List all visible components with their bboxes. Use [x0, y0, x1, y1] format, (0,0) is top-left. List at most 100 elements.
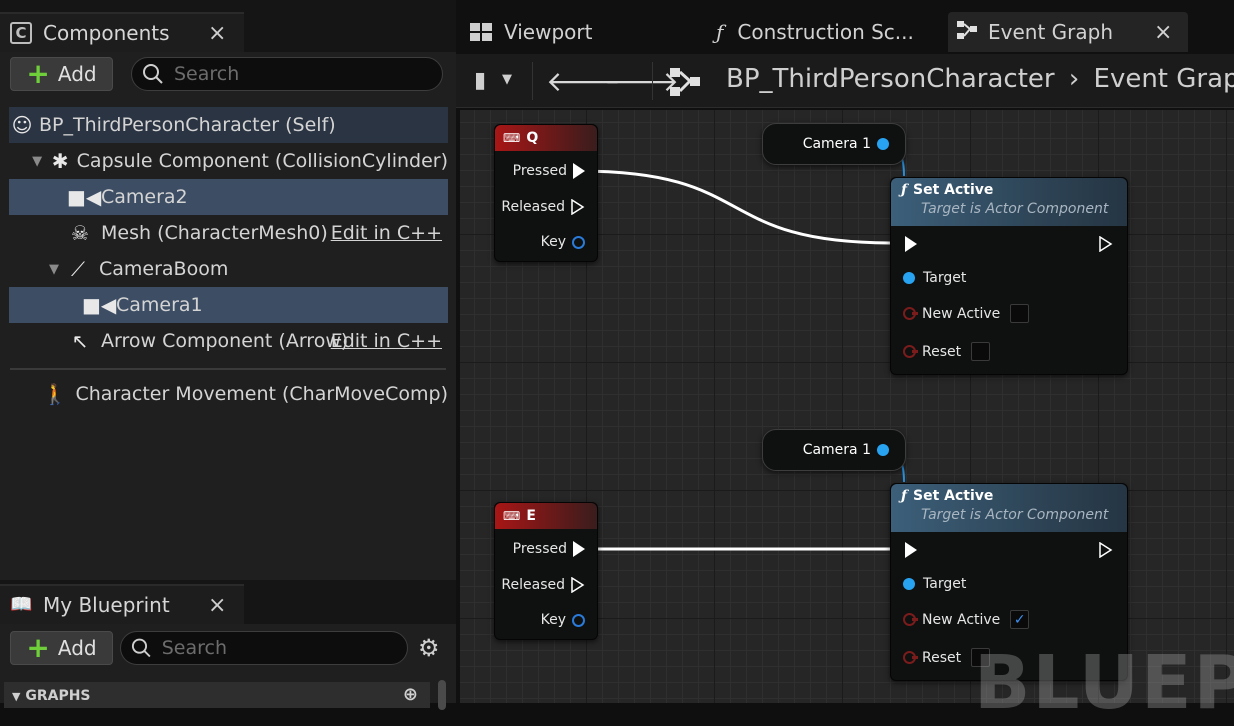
- graphs-section-header[interactable]: ▼ GRAPHS ⊕: [4, 682, 430, 708]
- character-icon: ☺: [11, 113, 33, 137]
- tree-item-mesh[interactable]: ☠ Mesh (CharacterMesh0) Edit in C++: [9, 215, 448, 251]
- reset-pin[interactable]: Reset: [903, 342, 991, 361]
- tree-label: Capsule Component (CollisionCylinder): [76, 150, 448, 172]
- exec-in-icon[interactable]: [905, 236, 917, 252]
- tab-construction-script[interactable]: ƒ Construction Sc...: [708, 12, 938, 52]
- input-key-node-e[interactable]: ⌨E Pressed Released Key: [494, 502, 598, 640]
- left-panel: C Components × + Add ☺ BP_ThirdPersonCha…: [0, 0, 456, 710]
- struct-pin-icon: [572, 613, 585, 627]
- components-search-input[interactable]: [174, 63, 434, 85]
- components-tab[interactable]: C Components ×: [0, 12, 244, 52]
- key-pin[interactable]: Key: [541, 234, 585, 250]
- exec-out-icon: [571, 199, 585, 215]
- tree-label: Mesh (CharacterMesh0): [101, 222, 328, 244]
- components-search[interactable]: [131, 57, 443, 91]
- node-header: ⌨Q: [495, 125, 597, 151]
- my-blueprint-title: My Blueprint: [43, 593, 170, 617]
- bool-pin-icon: [903, 307, 918, 320]
- tab-event-graph[interactable]: Event Graph ×: [948, 12, 1188, 52]
- breadcrumb-graph[interactable]: Event Graph: [1093, 64, 1234, 94]
- reset-checkbox[interactable]: [971, 342, 991, 361]
- collapse-arrow-icon[interactable]: ▼: [32, 153, 43, 169]
- add-graph-icon[interactable]: ⊕: [402, 684, 418, 705]
- collapse-arrow-icon[interactable]: ▼: [49, 261, 59, 277]
- tree-item-charmove[interactable]: 🚶 Character Movement (CharMoveComp): [9, 376, 448, 412]
- chevron-down-icon[interactable]: ▼: [502, 72, 512, 87]
- graph-icon: [668, 66, 702, 102]
- bookmark-icon[interactable]: ▮: [474, 68, 487, 93]
- my-blueprint-tab[interactable]: 📖 My Blueprint ×: [0, 584, 244, 624]
- edit-in-cpp-link[interactable]: Edit in C++: [330, 222, 442, 244]
- key-pin[interactable]: Key: [541, 612, 585, 628]
- exec-out-icon[interactable]: [1099, 542, 1113, 558]
- blueprint-watermark: BLUEP: [974, 640, 1234, 726]
- book-icon: 📖: [10, 594, 33, 615]
- add-member-button[interactable]: + Add: [10, 631, 113, 665]
- new-active-checkbox[interactable]: [1010, 304, 1030, 323]
- exec-in-icon[interactable]: [905, 542, 917, 558]
- tab-viewport[interactable]: Viewport: [460, 12, 690, 52]
- edit-in-cpp-link[interactable]: Edit in C++: [330, 330, 442, 352]
- bool-pin-icon: [903, 345, 918, 358]
- released-pin[interactable]: Released: [501, 577, 585, 593]
- my-blueprint-search[interactable]: [120, 631, 408, 665]
- exec-out-icon[interactable]: [1099, 236, 1113, 252]
- camera1-getter-node[interactable]: Camera 1: [762, 123, 906, 165]
- exec-out-icon: [573, 541, 585, 557]
- bool-pin-icon: [903, 651, 918, 664]
- function-icon: ƒ: [901, 488, 908, 504]
- my-blueprint-search-input[interactable]: [161, 637, 407, 659]
- new-active-pin[interactable]: New Active: [903, 304, 1030, 323]
- components-body: + Add ☺ BP_ThirdPersonCharacter (Self) ▼…: [0, 52, 456, 580]
- tree-item-root[interactable]: ☺ BP_ThirdPersonCharacter (Self): [9, 107, 448, 143]
- target-pin[interactable]: Target: [903, 270, 966, 286]
- new-active-checkbox[interactable]: ✓: [1010, 610, 1030, 629]
- editor-area: Viewport ƒ Construction Sc... Event Grap…: [456, 0, 1234, 703]
- reset-pin[interactable]: Reset: [903, 648, 991, 667]
- breadcrumb-blueprint[interactable]: BP_ThirdPersonCharacter: [726, 64, 1055, 94]
- pressed-pin[interactable]: Pressed: [513, 163, 585, 179]
- input-key-node-q[interactable]: ⌨Q Pressed Released Key: [494, 124, 598, 262]
- tree-item-cameraboom[interactable]: ▼ ⟋ CameraBoom: [9, 251, 448, 287]
- target-pin[interactable]: Target: [903, 576, 966, 592]
- tab-label: Event Graph: [988, 20, 1113, 44]
- scrollbar[interactable]: [438, 680, 446, 710]
- close-tab-icon[interactable]: ×: [1154, 19, 1173, 45]
- node-title: Set Active: [913, 182, 994, 198]
- released-pin[interactable]: Released: [501, 199, 585, 215]
- reset-checkbox[interactable]: [971, 648, 991, 667]
- tree-item-camera1[interactable]: ■◀ Camera1: [9, 287, 448, 323]
- function-icon: ƒ: [716, 20, 724, 44]
- getter-label: Camera 1: [802, 136, 871, 152]
- movement-icon: 🚶: [42, 382, 68, 406]
- bool-pin-icon: [903, 613, 918, 626]
- viewport-icon: [470, 23, 492, 41]
- camera1-getter-node[interactable]: Camera 1: [762, 429, 906, 471]
- node-title: Set Active: [913, 488, 994, 504]
- add-component-button[interactable]: + Add: [10, 57, 113, 91]
- getter-label: Camera 1: [802, 442, 871, 458]
- forward-arrow-icon[interactable]: 🡒: [604, 65, 680, 98]
- graph-toolbar: ▮ ▼ 🡐 🡒 BP_ThirdPersonCharacter › Event …: [456, 54, 1234, 108]
- tree-item-camera2[interactable]: ■◀ Camera2: [9, 179, 448, 215]
- new-active-pin[interactable]: New Active✓: [903, 610, 1030, 629]
- settings-gear-icon[interactable]: ⚙: [418, 634, 440, 662]
- tree-item-arrow[interactable]: ↖ Arrow Component (Arrow) Edit in C++: [9, 323, 448, 359]
- node-title: Q: [526, 130, 539, 146]
- pressed-pin[interactable]: Pressed: [513, 541, 585, 557]
- close-my-blueprint-icon[interactable]: ×: [208, 592, 227, 618]
- node-header: ⌨E: [495, 503, 597, 529]
- arrow-component-icon: ↖: [71, 329, 89, 353]
- my-blueprint-body: + Add ⚙ ▼ GRAPHS ⊕: [0, 624, 456, 710]
- struct-pin-icon: [572, 235, 585, 249]
- close-components-icon[interactable]: ×: [208, 20, 227, 46]
- add-label: Add: [57, 636, 97, 660]
- back-arrow-icon[interactable]: 🡐: [546, 65, 622, 98]
- exec-out-icon: [573, 163, 585, 179]
- chevron-right-icon: ›: [1068, 64, 1080, 94]
- tree-item-capsule[interactable]: ▼ ✱ Capsule Component (CollisionCylinder…: [9, 143, 448, 179]
